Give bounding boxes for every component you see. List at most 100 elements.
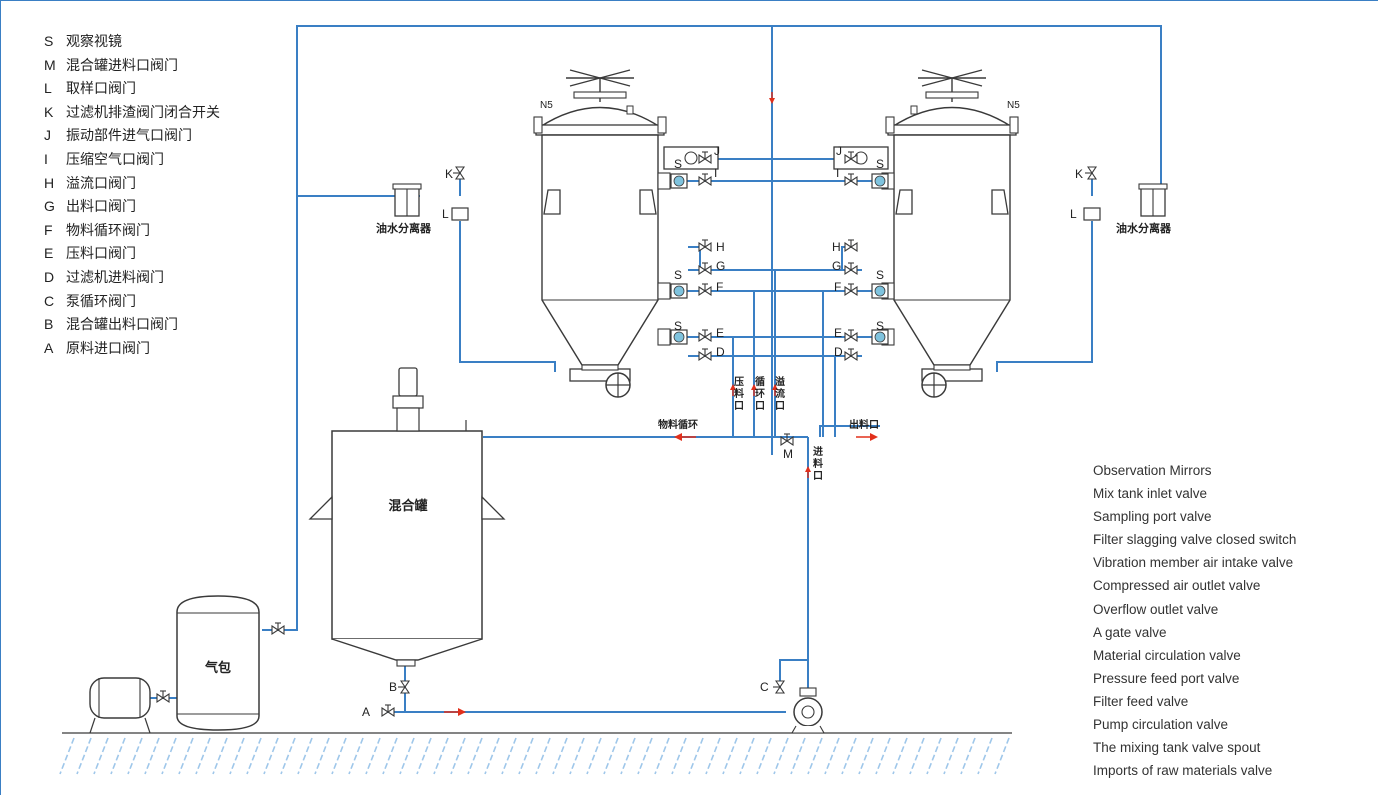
legend-text: 过滤机排渣阀门闭合开关 [66,103,220,120]
lid-clamp [1009,116,1019,134]
valve-label: K [445,167,453,181]
ground-hatch [433,737,449,775]
legend-en-row: The mixing tank valve spout [1093,740,1261,756]
valve-label: H [716,240,725,254]
vessel-flange [535,124,665,136]
pump-icon [801,705,815,719]
vessel-lug [543,189,561,215]
legend-code: K [44,103,54,120]
flow-arrow-icon [805,466,811,472]
legend-en-row: Filter slagging valve closed switch [1093,532,1297,548]
legend-code: B [44,316,54,333]
agitator-gearbox [392,395,424,409]
ground-hatch [909,737,925,775]
vessel-lug [639,189,657,215]
valve-label: L [442,207,449,221]
legend-en-row: Observation Mirrors [1093,463,1212,478]
valve-label: J [714,144,720,158]
valve-label: I [714,166,717,180]
legend-cn-row: K 过滤机排渣阀门闭合开关 [44,101,220,125]
feed-port-label: 进料口 [813,445,823,482]
vessel-nozzle [657,282,671,300]
legend-text: 压缩空气口阀门 [66,150,164,167]
circulation-port-label: 循环口 [755,375,765,412]
ground-hatch [790,737,806,775]
legend-cn-row: B 混合罐出料口阀门 [44,313,220,337]
vessel-flange [887,124,1017,136]
legend-text: 过滤机进料阀门 [66,268,164,285]
ground-hatch [144,737,160,775]
nozzle-label: N5 [540,100,553,111]
legend-english: Observation Mirrors Mix tank inlet valve… [1093,459,1296,782]
outline [89,717,96,734]
ground-hatch [484,737,500,775]
legend-text: 出料口阀门 [66,198,136,215]
ground-hatch [331,737,347,775]
vessel-body [541,134,659,366]
legend-text: 混合罐出料口阀门 [66,316,178,333]
ground-hatch [841,737,857,775]
vessel-nozzle [657,172,671,190]
mirror-label: S [876,157,884,171]
legend-en-row: Overflow outlet valve [1093,601,1219,617]
air-receiver-label: 气包 [205,660,231,675]
legend-en-row: Pump circulation valve [1093,717,1229,733]
legend-text: 混合罐进料口阀门 [66,56,178,73]
valve-label: B [389,680,397,694]
ground-hatch [671,737,687,775]
ground-hatch [637,737,653,775]
ground-hatch [280,737,296,775]
sampling-port [451,207,469,221]
ground-hatch [501,737,517,775]
legend-text: 泵循环阀门 [66,292,136,309]
valve-label: K [1075,167,1083,181]
flow-arrow-icon [772,384,778,390]
ground-hatch [467,737,483,775]
ground-hatch [450,737,466,775]
legend-en-row: Sampling port valve [1093,509,1212,525]
pump-base [791,725,825,734]
ground-hatch [688,737,704,775]
legend-en-row: Material circulation valve [1093,647,1241,663]
vibrator-motor [684,151,698,165]
ground-hatch [263,737,279,775]
agitator-motor-icon [398,367,418,397]
valve-label: E [834,326,842,340]
pump-outlet [799,687,817,697]
legend-code: E [44,245,54,262]
ground-hatch [93,737,109,775]
valve-label: M [783,447,793,461]
ground-hatch [960,737,976,775]
ground-hatch [127,737,143,775]
legend-en-row: Pressure feed port valve [1093,670,1240,686]
ground-hatch [654,737,670,775]
valve-label: C [760,680,769,694]
mirror-label: S [674,319,682,333]
legend-code: F [44,221,53,238]
separator-icon [1138,183,1168,190]
ground-hatch [926,737,942,775]
nozzle [910,105,918,115]
flow-arrow-icon [769,98,775,104]
ground-hatch [365,737,381,775]
valve-label: F [834,280,841,294]
agitator-shaft-housing [396,407,420,432]
mirror-label: S [674,268,682,282]
pipe [779,659,808,688]
mirror-label: S [876,268,884,282]
valve-label: G [832,259,841,273]
material-circulation-label: 物料循环 [658,418,698,431]
ground-hatch [875,737,891,775]
valves [156,151,1098,718]
legend-text: 溢流口阀门 [66,174,136,191]
mix-tank-outlet [396,659,416,667]
vessel-outlet [933,364,971,371]
equipment [89,69,1168,734]
outline [144,717,151,734]
mix-tank-lug [481,495,506,520]
nozzle-label: N5 [1007,100,1020,111]
